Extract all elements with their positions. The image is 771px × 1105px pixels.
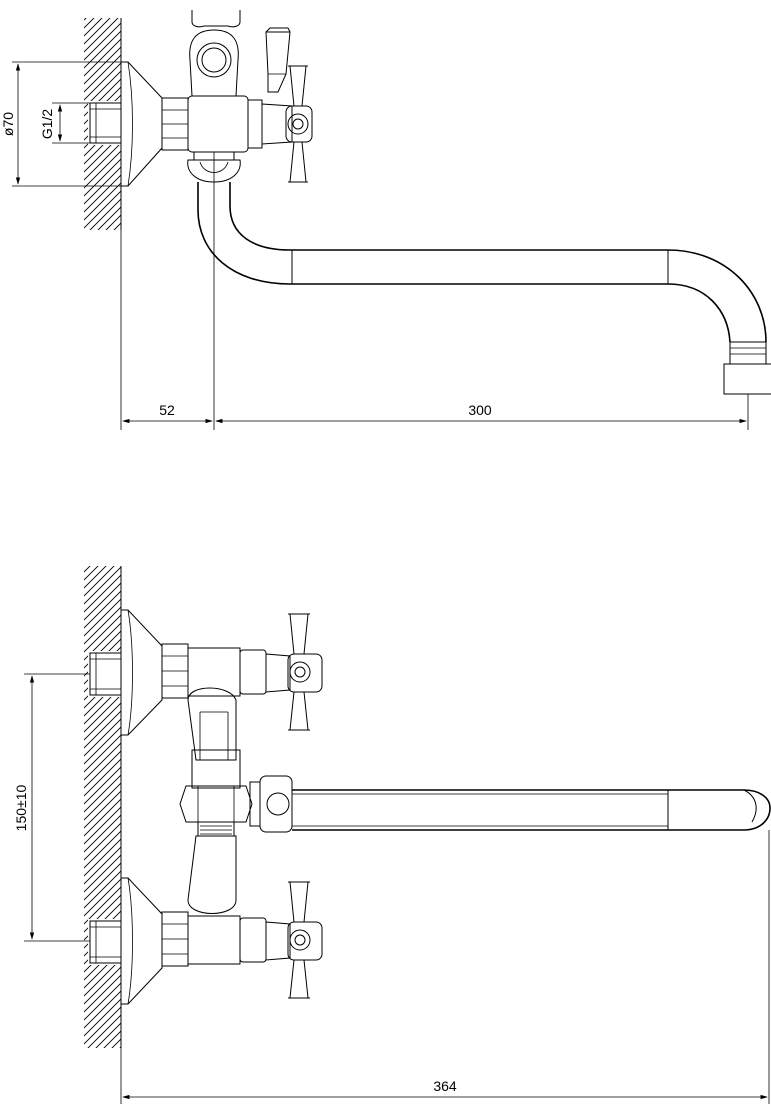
center-distance-label: 150±10 — [13, 784, 29, 831]
lower-inlet — [89, 877, 323, 1005]
dimension-thread: G1/2 — [39, 102, 90, 144]
dimension-horizontal-side: 52 300 — [120, 152, 749, 430]
escutcheon-side — [120, 61, 163, 187]
spout-front — [292, 789, 771, 831]
hex-nut-side — [161, 97, 189, 151]
overall-width-label: 364 — [433, 1078, 457, 1094]
cross-handle-side[interactable] — [288, 65, 308, 183]
dimension-diameter: ø70 — [0, 61, 121, 187]
lower-cross-handle[interactable] — [288, 881, 310, 999]
dimension-center-distance: 150±10 — [13, 673, 90, 942]
shower-holder-side — [189, 10, 241, 97]
upper-cross-handle[interactable] — [288, 613, 310, 731]
dimension-overall-width: 364 — [120, 830, 770, 1104]
diameter-label: ø70 — [0, 112, 16, 136]
aerator-side — [723, 341, 771, 395]
thread-label: G1/2 — [39, 109, 55, 140]
upper-inlet — [89, 609, 323, 736]
side-view: ø70 G1/2 52 300 — [0, 10, 771, 430]
spout-reach-label: 300 — [468, 402, 492, 418]
offset-label: 52 — [159, 402, 175, 418]
center-connector — [187, 687, 237, 914]
diverter-lever-side[interactable] — [265, 27, 291, 93]
front-view: 150±10 364 — [13, 566, 771, 1104]
thread-stub-side — [89, 102, 122, 144]
diverter-body — [179, 749, 293, 837]
wall-hatch-bottom — [84, 566, 122, 1048]
spout-side — [197, 182, 767, 343]
